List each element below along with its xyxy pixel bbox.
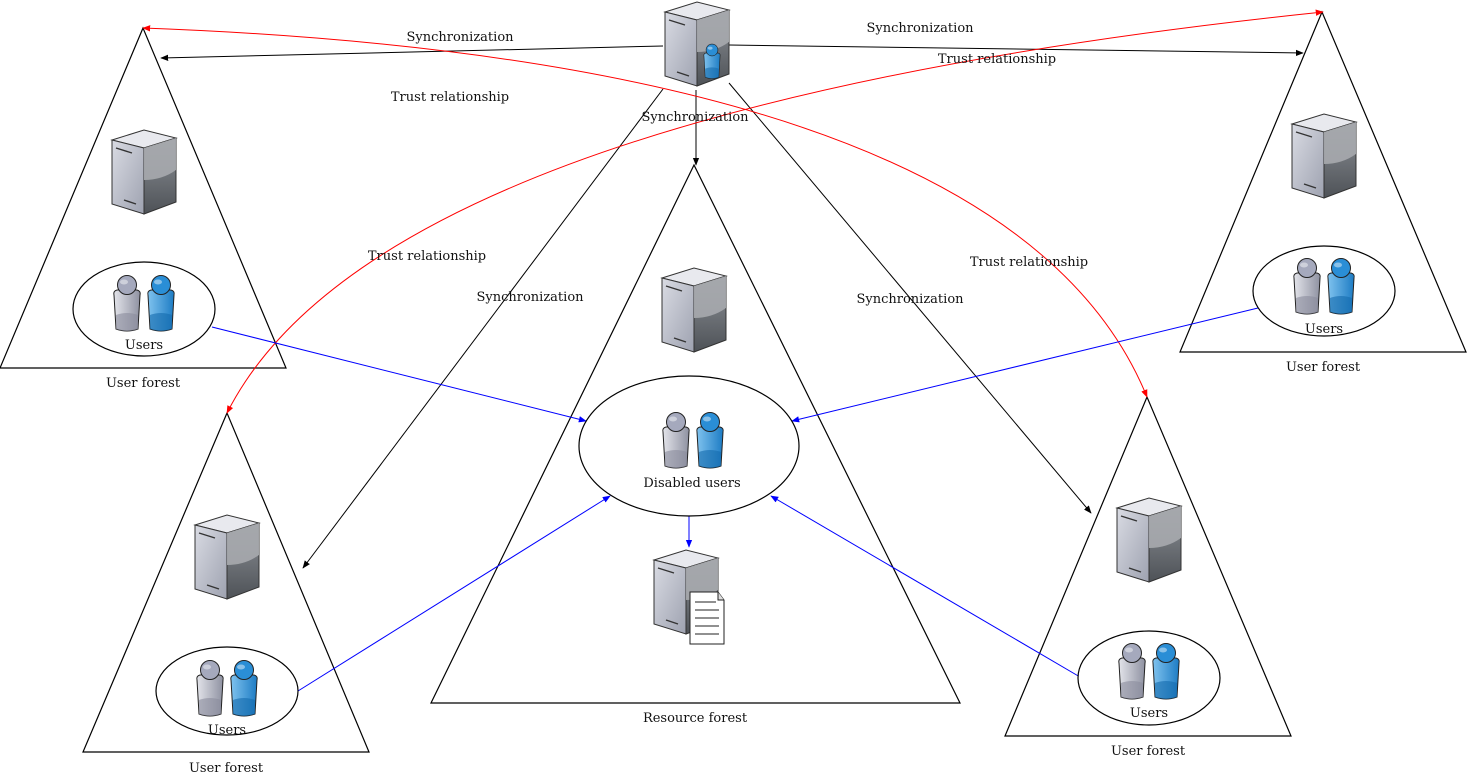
bottom-left-server-icon (194, 514, 260, 600)
trust-label-top-right: Trust relationship (938, 52, 1056, 67)
disabled-users-label: Disabled users (643, 476, 740, 491)
trust-label-top-left: Trust relationship (391, 90, 509, 105)
user-forest-bottom-left: Users User forest (155, 514, 299, 775)
trust-label-mid-left: Trust relationship (368, 249, 486, 264)
top-right-users-label: Users (1305, 322, 1343, 337)
resource-forest-triangle (430, 163, 961, 704)
sync-label-top-left: Synchronization (406, 30, 514, 45)
file-server-icon (653, 549, 725, 645)
top-right-users-group (1252, 245, 1396, 337)
server-with-user-icon (664, 1, 730, 87)
bottom-left-forest-triangle (82, 411, 370, 753)
bottom-right-forest-title: User forest (1111, 744, 1186, 759)
user-links (211, 307, 1259, 692)
trust-label-mid-right: Trust relationship (970, 255, 1088, 270)
user-forest-top-right: Users User forest (1252, 113, 1396, 375)
top-left-forest-title: User forest (106, 376, 181, 391)
top-left-server-icon (111, 129, 177, 215)
sync-label-mid-right: Synchronization (856, 292, 964, 307)
top-left-users-group (72, 261, 216, 357)
bottom-right-users-group (1077, 630, 1221, 726)
bottom-left-users-group (155, 646, 299, 736)
bottom-right-users-label: Users (1130, 706, 1168, 721)
user-link-top-right (791, 307, 1259, 423)
resource-domain-server-icon (661, 267, 727, 353)
trust-links (142, 9, 1324, 414)
bottom-right-server-icon (1116, 497, 1182, 583)
sync-label-top-right: Synchronization (866, 21, 974, 36)
sync-link-top-left (160, 45, 664, 62)
trust-arc-bottomleft-topright (226, 9, 1324, 414)
user-link-bottom-right (770, 495, 1081, 678)
bottom-left-users-label: Users (208, 723, 246, 738)
sync-label-top-center: Synchronization (641, 110, 749, 125)
disabled-users-group (578, 375, 800, 517)
trust-arc-topleft-bottomright (142, 25, 1148, 398)
user-forest-top-left: Users User forest (72, 129, 216, 391)
bottom-left-forest-title: User forest (189, 761, 264, 775)
sync-label-mid-left: Synchronization (476, 290, 584, 305)
bottom-right-forest-triangle (1004, 395, 1292, 737)
user-link-top-left (211, 326, 587, 423)
user-link-bottom-left (297, 495, 611, 692)
user-forest-bottom-right: Users User forest (1077, 497, 1221, 759)
resource-forest-title: Resource forest (643, 711, 748, 726)
top-right-forest-title: User forest (1286, 360, 1361, 375)
resource-forest: Disabled users Resource forest (578, 267, 800, 726)
top-right-server-icon (1291, 113, 1357, 199)
top-left-users-label: Users (125, 338, 163, 353)
